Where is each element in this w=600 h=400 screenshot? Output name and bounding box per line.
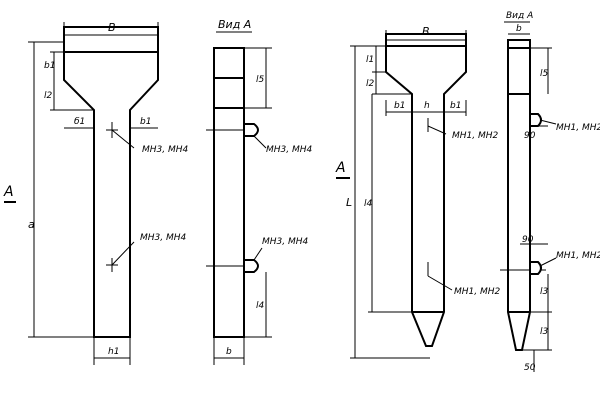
embed-label-lower: МН3, МН4: [140, 233, 187, 243]
right-side-embed-lower-leader: [539, 257, 557, 267]
view-arrow-A-label: A: [3, 184, 14, 200]
left-front-outline: [63, 26, 159, 338]
left-side-view: Вид A l5 МН3, МН4 МН3, МН4 l4 b: [206, 18, 313, 365]
dim-right-b1-left-label: b1: [394, 101, 405, 111]
dim-l5-label: l5: [256, 75, 265, 85]
dim-right-side-50: 50: [524, 363, 536, 373]
right-embed-lower-label: МН1, МН2: [454, 287, 501, 297]
embed-leader-upper: [111, 129, 135, 149]
left-side-embed-lower: [243, 259, 259, 273]
dim-b1-label: b1: [44, 61, 55, 71]
right-view-arrow-label: A: [335, 160, 346, 176]
dim-right-l2-label: l2: [366, 79, 375, 89]
right-side-outline: [507, 39, 531, 351]
right-embed-upper-leader: [427, 125, 447, 135]
right-side-embed-lower: [529, 261, 542, 275]
dim-right-side-b-label: b: [516, 24, 522, 34]
right-front-view: B L l4 l1 l2 b1 h b1 A МН1, МН2: [335, 25, 501, 359]
dim-right-l4-label: l4: [364, 199, 373, 209]
left-side-title: Вид A: [218, 18, 251, 31]
dim-right-l1-label: l1: [366, 55, 374, 65]
left-side-embed-lower-label: МН3, МН4: [262, 237, 309, 247]
dim-b-label: b: [226, 347, 232, 357]
dim-right-side-tip-label: l3: [540, 327, 549, 337]
right-side-embed-upper-leader: [539, 119, 557, 125]
right-side-title: Вид A: [506, 11, 533, 21]
right-side-embed-upper-label: МН1, МН2: [556, 123, 600, 133]
right-embed-lower-leader: [427, 275, 453, 291]
right-side-embed-upper: [529, 113, 542, 127]
left-side-outline: [213, 47, 245, 338]
dim-B-label: B: [108, 21, 116, 34]
left-side-embed-upper-leader: [253, 135, 267, 149]
right-side-view: Вид A b l5 90 МН1, МН2 90 МН1, МН2 l3: [500, 11, 600, 373]
dim-l4-label: l4: [256, 301, 265, 311]
dim-right-side-l3-label: l3: [540, 287, 549, 297]
right-embed-upper-label: МН1, МН2: [452, 131, 499, 141]
dim-l2-label: l2: [44, 91, 53, 101]
left-side-embed-lower-leader: [253, 247, 263, 261]
dim-right-h-label: h: [424, 101, 430, 111]
dim-L-label: L: [346, 196, 352, 209]
dim-right-side-90-upper: 90: [524, 131, 536, 141]
embed-label-upper: МН3, МН4: [142, 145, 189, 155]
dim-a-label: a: [28, 218, 35, 231]
dim-right-side-90-lower: 90: [522, 235, 534, 245]
dim-haunch-r-label: b1: [140, 117, 151, 127]
right-side-embed-lower-label: МН1, МН2: [556, 251, 600, 261]
dim-right-b1-right-label: b1: [450, 101, 461, 111]
left-side-embed-upper-label: МН3, МН4: [266, 145, 313, 155]
embed-leader-lower: [111, 241, 135, 266]
dim-h1-label: h1: [108, 347, 119, 357]
left-side-embed-upper: [243, 123, 259, 137]
right-front-outline: [385, 33, 467, 347]
dim-right-B-label: B: [422, 25, 430, 38]
dim-right-side-l5-label: l5: [540, 69, 549, 79]
left-front-view: B a b1 l2 б1 b1 h1 A МН3, МН4 М: [3, 21, 189, 365]
dim-haunch-l-label: б1: [74, 117, 85, 127]
